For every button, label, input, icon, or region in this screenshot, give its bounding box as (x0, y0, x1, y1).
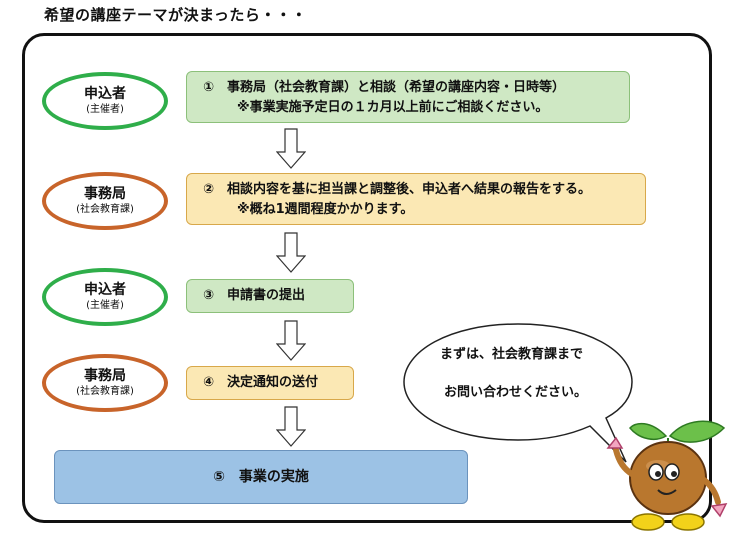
step-5-label: ⑤ 事業の実施 (213, 469, 309, 485)
step-2-line2: ※概ね1週間程度かかります。 (237, 202, 414, 217)
down-arrow-icon (276, 128, 306, 169)
speech-bubble (403, 323, 633, 463)
mascot-character-icon (606, 420, 728, 531)
actor-label: 申込者 (84, 86, 126, 102)
step-2-line1: ② 相談内容を基に担当課と調整後、申込者へ結果の報告をする。 (203, 182, 592, 197)
step-2-box: ② 相談内容を基に担当課と調整後、申込者へ結果の報告をする。 ※概ね1週間程度か… (186, 173, 646, 225)
down-arrow-icon (276, 232, 306, 273)
actor-sublabel: (社会教育課) (76, 386, 134, 397)
page-title: 希望の講座テーマが決まったら・・・ (44, 6, 307, 24)
actor-label: 申込者 (84, 282, 126, 298)
actor-sublabel: (主催者) (86, 104, 124, 115)
actor-applicant-1: 申込者 (主催者) (42, 72, 168, 130)
flow-frame (22, 33, 712, 523)
step-3-line1: ③ 申請書の提出 (203, 288, 306, 303)
actor-label: 事務局 (84, 186, 126, 202)
actor-sublabel: (主催者) (86, 300, 124, 311)
step-4-line1: ④ 決定通知の送付 (203, 375, 319, 390)
step-1-line2: ※事業実施予定日の１カ月以上前にご相談ください。 (237, 100, 549, 115)
step-3-box: ③ 申請書の提出 (186, 279, 354, 313)
actor-office-2: 事務局 (社会教育課) (42, 354, 168, 412)
step-1-line1: ① 事務局（社会教育課）と相談（希望の講座内容・日時等） (203, 80, 566, 95)
actor-label: 事務局 (84, 368, 126, 384)
step-1-box: ① 事務局（社会教育課）と相談（希望の講座内容・日時等） ※事業実施予定日の１カ… (186, 71, 630, 123)
down-arrow-icon (276, 406, 306, 447)
step-4-box: ④ 決定通知の送付 (186, 366, 354, 400)
actor-office-1: 事務局 (社会教育課) (42, 172, 168, 230)
actor-applicant-2: 申込者 (主催者) (42, 268, 168, 326)
step-5-box: ⑤ 事業の実施 (54, 450, 468, 504)
down-arrow-icon (276, 320, 306, 361)
actor-sublabel: (社会教育課) (76, 204, 134, 215)
bubble-line-1: まずは、社会教育課まで (440, 347, 584, 362)
bubble-line-2: お問い合わせください。 (444, 385, 588, 400)
